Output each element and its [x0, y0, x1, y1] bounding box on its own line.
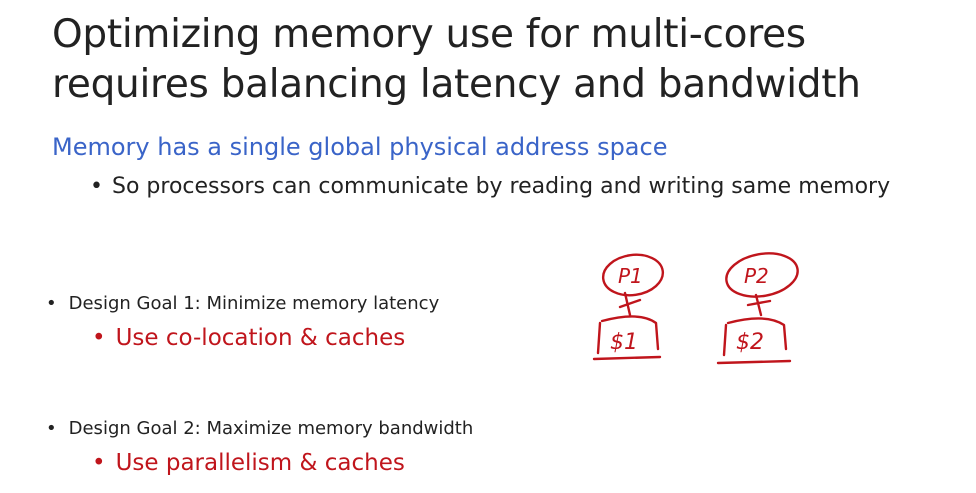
slide-title-line2: requires balancing latency and bandwidth — [52, 62, 861, 107]
bullet-dot: • — [90, 174, 103, 199]
p2-link-tick — [746, 299, 772, 307]
design-goal-1: • Design Goal 1: Minimize memory latency — [46, 293, 439, 314]
p2-link — [754, 293, 763, 317]
p1-link-tick — [618, 298, 642, 309]
cache1-label: $1 — [610, 330, 638, 355]
sub-bullet-text: So processors can communicate by reading… — [112, 174, 891, 199]
subheading: Memory has a single global physical addr… — [52, 133, 668, 161]
cache2-underline — [716, 359, 792, 365]
bullet-dot: • — [92, 325, 106, 351]
design-goal-1-text: Design Goal 1: Minimize memory latency — [68, 293, 440, 314]
design-goal-1-strategy-text: Use co-location & caches — [115, 325, 406, 351]
design-goal-2-strategy: • Use parallelism & caches — [92, 450, 405, 476]
p1-circle — [601, 253, 665, 297]
design-goal-1-strategy: • Use co-location & caches — [92, 325, 405, 351]
sub-bullet: • So processors can communicate by readi… — [90, 172, 950, 201]
p1-label: P1 — [618, 264, 643, 288]
p2-circle — [725, 252, 799, 298]
p2-label: P2 — [744, 264, 769, 288]
cache2-box — [722, 317, 788, 357]
slide-title-line1: Optimizing memory use for multi-cores — [52, 12, 806, 57]
handwritten-processor-cache-sketch: P1 $1 P2 $2 — [592, 252, 799, 365]
cache2-label: $2 — [736, 330, 764, 355]
cache1-box — [596, 315, 660, 355]
bullet-dot: • — [92, 450, 106, 476]
slide-title: Optimizing memory use for multi-cores re… — [52, 10, 952, 110]
bullet-dot: • — [46, 293, 57, 314]
design-goal-2-text: Design Goal 2: Maximize memory bandwidth — [68, 418, 474, 439]
design-goal-2: • Design Goal 2: Maximize memory bandwidt… — [46, 418, 473, 439]
bullet-dot: • — [46, 418, 57, 439]
design-goal-2-strategy-text: Use parallelism & caches — [115, 450, 405, 476]
cache1-underline — [592, 355, 662, 361]
